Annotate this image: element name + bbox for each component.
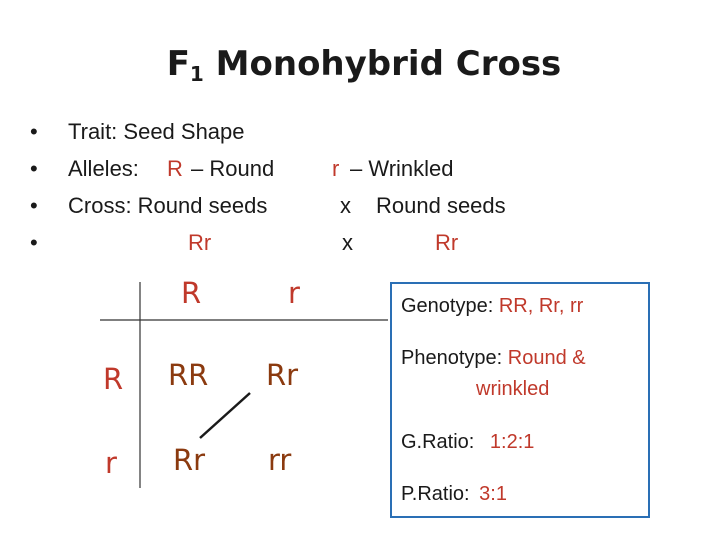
parent-genotype-right: Rr (435, 230, 459, 255)
cell-rr-recessive: rr (268, 443, 292, 477)
allele-recessive-desc: – Wrinkled (350, 156, 454, 181)
col-header-dominant: R (181, 276, 202, 310)
genotype-line: Genotype: RR, Rr, rr (401, 293, 583, 319)
summary-box: Genotype: RR, Rr, rr Phenotype: Round & … (390, 282, 650, 518)
genotype-x: x (342, 230, 353, 255)
bullet-dot: • (30, 193, 38, 218)
cross-right: Round seeds (376, 193, 506, 218)
title-rest: Monohybrid Cross (203, 44, 562, 84)
allele-recessive: r (332, 156, 340, 181)
genotype-value: RR, Rr, rr (498, 295, 584, 317)
title-subscript: 1 (189, 62, 204, 86)
cell-heterozygous-1: Rr (266, 358, 299, 392)
cross-x: x (340, 193, 351, 218)
phenotype-line: Phenotype: Round & (401, 345, 586, 371)
slide-title: F1 Monohybrid Cross (0, 44, 728, 86)
row-header-recessive: r (105, 446, 117, 480)
genotype-label: Genotype: (401, 295, 494, 317)
bullet-text: Trait: Seed Shape (68, 119, 245, 144)
genotype-ratio-line: G.Ratio: 1:2:1 (401, 429, 534, 455)
cell-rr-dominant: RR (168, 358, 209, 392)
phenotype-label: Phenotype: (401, 347, 503, 369)
phenotype-value: Round & (507, 347, 586, 369)
bullet-dot: • (30, 230, 38, 255)
row-header-dominant: R (103, 362, 124, 396)
cross-left: Cross: Round seeds (68, 193, 268, 218)
parent-genotype-left: Rr (188, 230, 212, 255)
connector-line (199, 392, 251, 439)
allele-dominant-desc: – Round (191, 156, 275, 181)
bullet-dot: • (30, 156, 38, 181)
alleles-label: Alleles: (68, 156, 139, 181)
title-main: F (166, 44, 190, 84)
gratio-value: 1:2:1 (489, 431, 535, 453)
pratio-label: P.Ratio: (401, 483, 470, 505)
col-header-recessive: r (288, 276, 300, 310)
pratio-value: 3:1 (479, 483, 507, 505)
phenotype-ratio-line: P.Ratio: 3:1 (401, 481, 507, 507)
phenotype-value-continued: wrinkled (476, 378, 550, 400)
allele-dominant: R (167, 156, 183, 181)
cell-heterozygous-2: Rr (173, 443, 206, 477)
bullet-dot: • (30, 119, 38, 144)
gratio-label: G.Ratio: (401, 431, 475, 453)
